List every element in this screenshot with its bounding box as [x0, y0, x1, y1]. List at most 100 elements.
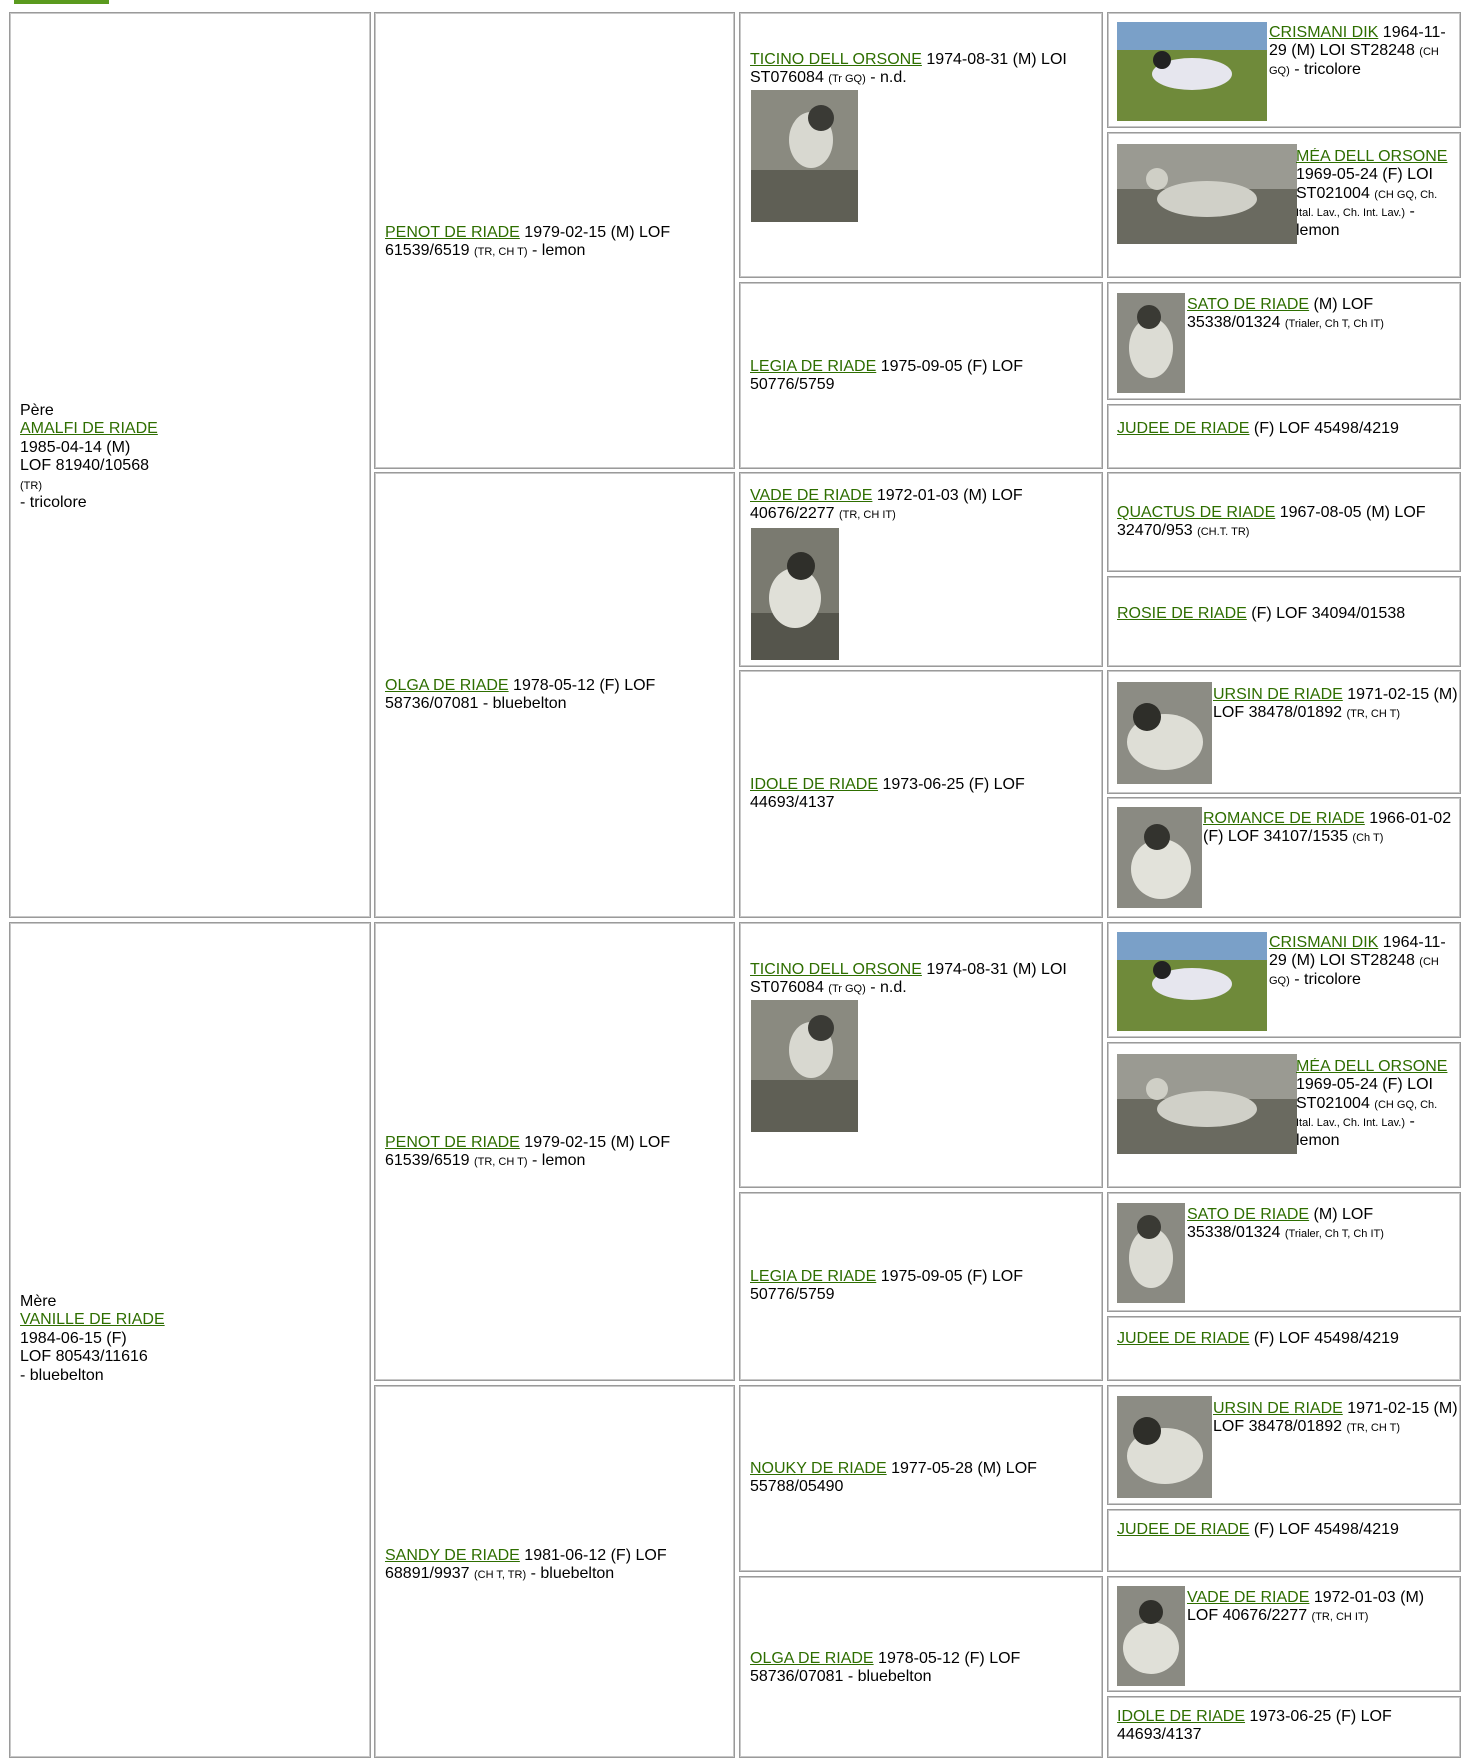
- sire-gen2b-rest: 1978-05-12 (F) LOF 58736/07081 - bluebel…: [385, 677, 656, 713]
- sire-reg: LOF 81940/10568: [20, 457, 149, 475]
- sire-gen4a-info: CRISMANI DIK 1964-11-29 (M) LOI ST28248 …: [1266, 24, 1461, 79]
- dam-gen4a-titles: (CH GQ): [1269, 956, 1439, 987]
- sire-gen4g-titles: (TR, CH T): [1346, 708, 1401, 721]
- sire-gen4g-info: URSIN DE RIADE 1971-02-15 (M) LOF 38478/…: [1210, 686, 1461, 723]
- sire-gen3b-name-link[interactable]: LEGIA DE RIADE: [750, 358, 877, 375]
- dam-gen4c-rest: (M) LOF 35338/01324: [1187, 1206, 1374, 1242]
- sire-gen4b-tail: - lemon: [1296, 203, 1415, 239]
- dog-photo: [751, 90, 858, 222]
- sire-gen4d-rest: (F) LOF 45498/4219: [1249, 420, 1399, 437]
- dam-role: Mère: [20, 1293, 57, 1310]
- dam-gen4h-info: IDOLE DE RIADE 1973-06-25 (F) LOF 44693/…: [1114, 1708, 1414, 1745]
- sire-gen2a-titles: (TR, CH T): [473, 246, 528, 259]
- dam-gen3a-tail: - n.d.: [865, 979, 907, 997]
- dam-gen3c-name-link[interactable]: NOUKY DE RIADE: [750, 1460, 887, 1477]
- dam-gen4b-titles: (CH GQ, Ch. Ital. Lav., Ch. Int. Lav.): [1296, 1098, 1438, 1130]
- sire-gen4e-titles: (CH.T. TR): [1197, 526, 1250, 539]
- sire-gen4f-rest: (F) LOF 34094/01538: [1246, 605, 1406, 622]
- dog-photo: [1117, 1054, 1297, 1154]
- sire-gen3a-name-link[interactable]: TICINO DELL ORSONE: [750, 51, 922, 68]
- sire-gen2b-info: OLGA DE RIADE 1978-05-12 (F) LOF 58736/0…: [382, 677, 727, 714]
- sire-gen4f-info: ROSIE DE RIADE (F) LOF 34094/01538: [1114, 605, 1414, 623]
- dam-gen4f-name-link[interactable]: JUDEE DE RIADE: [1117, 1521, 1250, 1538]
- sire-gen2b-name-link[interactable]: OLGA DE RIADE: [385, 677, 509, 694]
- dam-gen4b-name-link[interactable]: MÉA DELL ORSONE: [1296, 1058, 1448, 1075]
- dam-name-link[interactable]: VANILLE DE RIADE: [20, 1311, 165, 1329]
- sire-gen3a-info: TICINO DELL ORSONE 1974-08-31 (M) LOI ST…: [747, 51, 1097, 88]
- dam-gen4h-rest: 1973-06-25 (F) LOF 44693/4137: [1117, 1708, 1392, 1744]
- sire-gen3a-rest: 1974-08-31 (M) LOI ST076084: [750, 51, 1067, 87]
- dam-gen4f-cell: [1107, 1509, 1461, 1572]
- sire-gen3d-rest: 1973-06-25 (F) LOF 44693/4137: [750, 776, 1025, 812]
- sire-gen4c-rest: (M) LOF 35338/01324: [1187, 296, 1374, 332]
- dam-gen4g-name-link[interactable]: VADE DE RIADE: [1187, 1589, 1310, 1606]
- dog-photo: [751, 1000, 858, 1132]
- sire-gen4b-name-link[interactable]: MÉA DELL ORSONE: [1296, 148, 1448, 165]
- sire-gen3c-name-link[interactable]: VADE DE RIADE: [750, 487, 873, 504]
- sire-gen4h-titles: (Ch T): [1352, 832, 1384, 845]
- top-menu-link[interactable]: [14, 0, 109, 4]
- dam-gen4g-info: VADE DE RIADE 1972-01-03 (M) LOF 40676/2…: [1184, 1589, 1461, 1626]
- dam-gen4c-name-link[interactable]: SATO DE RIADE: [1187, 1206, 1310, 1223]
- dam-gen4d-cell: [1107, 1316, 1461, 1381]
- sire-gen3b-rest: 1975-09-05 (F) LOF 50776/5759: [750, 358, 1023, 394]
- sire-gen2a-name-link[interactable]: PENOT DE RIADE: [385, 224, 520, 241]
- dam-gen2a-info: PENOT DE RIADE 1979-02-15 (M) LOF 61539/…: [382, 1134, 727, 1171]
- sire-gen4a-name-link[interactable]: CRISMANI DIK: [1269, 24, 1379, 41]
- dam-gen4e-name-link[interactable]: URSIN DE RIADE: [1213, 1400, 1343, 1417]
- dam-gen3b-name-link[interactable]: LEGIA DE RIADE: [750, 1268, 877, 1285]
- dam-gen2a-titles: (TR, CH T): [473, 1156, 528, 1169]
- dam-gen2b-titles: (CH T, TR): [473, 1569, 527, 1582]
- sire-gen4d-name-link[interactable]: JUDEE DE RIADE: [1117, 420, 1250, 437]
- dam-gen4f-info: JUDEE DE RIADE (F) LOF 45498/4219: [1114, 1521, 1414, 1539]
- dam-gen4b-tail: - lemon: [1296, 1113, 1415, 1149]
- sire-gen4e-rest: 1967-08-05 (M) LOF 32470/953: [1117, 504, 1426, 540]
- dam-gen2a-tail: - lemon: [527, 1152, 586, 1170]
- sire-date: 1985-04-14 (M): [20, 438, 131, 456]
- dam-gen2a-rest: 1979-02-15 (M) LOF 61539/6519: [385, 1134, 671, 1170]
- sire-gen3b-cell: [739, 282, 1103, 469]
- sire-gen2b-cell: [374, 472, 735, 918]
- dam-gen2b-rest: 1981-06-12 (F) LOF 68891/9937: [385, 1547, 667, 1583]
- spacer: [1117, 1058, 1296, 1148]
- sire-gen4c-name-link[interactable]: SATO DE RIADE: [1187, 296, 1310, 313]
- sire-gen3d-name-link[interactable]: IDOLE DE RIADE: [750, 776, 879, 793]
- dam-color: - bluebelton: [20, 1366, 104, 1384]
- sire-gen2a-cell: [374, 12, 735, 469]
- sire-gen3c-info: VADE DE RIADE 1972-01-03 (M) LOF 40676/2…: [747, 487, 1097, 524]
- sire-name-link[interactable]: AMALFI DE RIADE: [20, 420, 158, 438]
- dam-gen4g-titles: (TR, CH IT): [1311, 1611, 1369, 1624]
- dam-gen2b-name-link[interactable]: SANDY DE RIADE: [385, 1547, 520, 1564]
- sire-gen4h-rest: 1966-01-02 (F) LOF 34107/1535: [1203, 810, 1452, 846]
- dam-gen3d-name-link[interactable]: OLGA DE RIADE: [750, 1650, 874, 1667]
- dam-gen3c-cell: [739, 1385, 1103, 1572]
- dam-gen4h-name-link[interactable]: IDOLE DE RIADE: [1117, 1708, 1246, 1725]
- sire-gen4b-titles: (CH GQ, Ch. Ital. Lav., Ch. Int. Lav.): [1296, 188, 1438, 220]
- dog-photo: [1117, 1396, 1212, 1498]
- dam-gen4d-name-link[interactable]: JUDEE DE RIADE: [1117, 1330, 1250, 1347]
- dam-gen4c-info: SATO DE RIADE (M) LOF 35338/01324 (Trial…: [1184, 1206, 1461, 1243]
- dam-gen4a-info: CRISMANI DIK 1964-11-29 (M) LOI ST28248 …: [1266, 934, 1461, 989]
- sire-gen2a-info: PENOT DE RIADE 1979-02-15 (M) LOF 61539/…: [382, 224, 727, 261]
- sire-gen4h-name-link[interactable]: ROMANCE DE RIADE: [1203, 810, 1365, 827]
- dam-gen4a-name-link[interactable]: CRISMANI DIK: [1269, 934, 1379, 951]
- dam-gen3a-name-link[interactable]: TICINO DELL ORSONE: [750, 961, 922, 978]
- dam-gen3a-info: TICINO DELL ORSONE 1974-08-31 (M) LOI ST…: [747, 961, 1097, 998]
- dam-gen3d-rest: 1978-05-12 (F) LOF 58736/07081 - bluebel…: [750, 1650, 1021, 1686]
- sire-gen4b-info: MÉA DELL ORSONE 1969-05-24 (F) LOI ST021…: [1114, 148, 1461, 240]
- sire-gen4f-name-link[interactable]: ROSIE DE RIADE: [1117, 605, 1247, 622]
- sire-gen3c-titles: (TR, CH IT): [838, 509, 896, 522]
- dam-gen4a-rest: 1964-11-29 (M) LOI ST28248: [1269, 934, 1446, 970]
- dog-photo: [1117, 807, 1202, 908]
- dam-gen3b-rest: 1975-09-05 (F) LOF 50776/5759: [750, 1268, 1023, 1304]
- sire-gen2a-tail: - lemon: [527, 242, 586, 260]
- dam-gen4b-info: MÉA DELL ORSONE 1969-05-24 (F) LOI ST021…: [1114, 1058, 1461, 1150]
- dam-info: Mère VANILLE DE RIADE 1984-06-15 (F) LOF…: [17, 1293, 367, 1385]
- dam-gen3a-titles: (Tr GQ): [828, 983, 866, 996]
- dam-gen2a-name-link[interactable]: PENOT DE RIADE: [385, 1134, 520, 1151]
- dam-gen3b-cell: [739, 1192, 1103, 1381]
- sire-gen4e-name-link[interactable]: QUACTUS DE RIADE: [1117, 504, 1276, 521]
- sire-cell: [9, 12, 371, 918]
- sire-gen4g-name-link[interactable]: URSIN DE RIADE: [1213, 686, 1343, 703]
- dam-reg: LOF 80543/11616: [20, 1348, 148, 1366]
